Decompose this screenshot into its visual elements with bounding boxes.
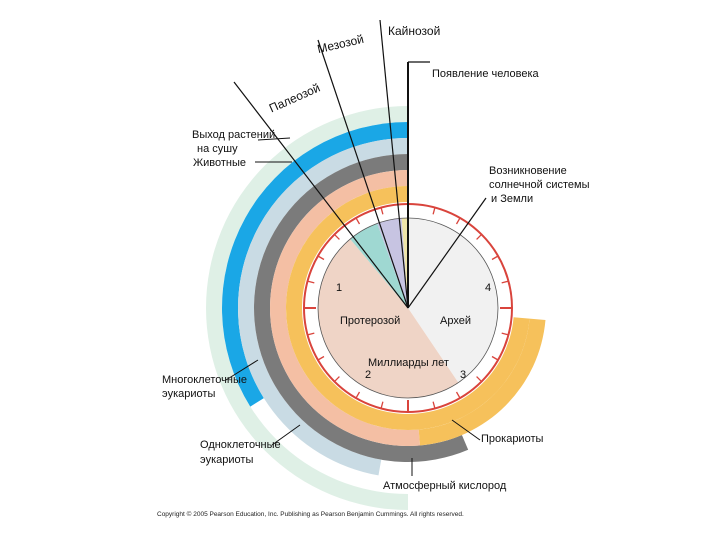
clock-number-2: 2 <box>365 369 371 381</box>
line-plants-leader <box>257 137 291 141</box>
label-plants-land-1: Выход растений <box>192 129 275 141</box>
clock-tick <box>355 391 361 399</box>
clock-number-1: 1 <box>336 282 342 294</box>
clock-tick <box>307 280 315 284</box>
line-multicell-leader <box>225 359 259 381</box>
clock-tick <box>501 332 509 336</box>
sector-paleozoic <box>350 223 408 308</box>
label-paleozoic: Палеозой <box>267 81 322 116</box>
line-paleozoic <box>233 81 409 309</box>
clock-tick <box>380 207 384 215</box>
label-multicell-1: Многоклеточные <box>162 374 247 386</box>
clock-tick <box>455 391 461 399</box>
label-plants-land-2: на сушу <box>197 143 238 155</box>
clock-tick <box>334 376 340 382</box>
label-proterozoic: Протерозой <box>340 315 400 327</box>
clock-tick <box>334 234 340 240</box>
pointer-lines <box>225 19 487 476</box>
clock-tick <box>501 280 509 284</box>
label-billion-years: Миллиарды лет <box>368 357 449 369</box>
clock-tick <box>380 401 384 409</box>
clock-tick <box>317 255 325 261</box>
clock-tick <box>317 355 325 361</box>
label-solar-3: и Земли <box>491 193 533 205</box>
label-animals: Животные <box>193 157 246 169</box>
line-cenozoic <box>379 19 409 309</box>
label-prokaryotes: Прокариоты <box>481 433 543 445</box>
label-humans: Появление человека <box>432 68 540 80</box>
band-prokaryotes-outer <box>418 318 546 446</box>
label-cenozoic: Кайнозой <box>388 24 440 38</box>
sector-archean <box>408 218 498 383</box>
line-mesozoic <box>317 39 409 309</box>
clock-tick <box>491 355 499 361</box>
line-unicell-leader <box>271 424 301 446</box>
clock-tick <box>476 234 482 240</box>
clock-tick <box>476 376 482 382</box>
sector-proterozoic <box>317 239 459 399</box>
clock-tick <box>432 207 436 215</box>
clock-number-3: 3 <box>460 369 466 381</box>
era-sectors <box>317 217 499 399</box>
line-solar-system <box>407 197 487 309</box>
label-unicell-1: Одноклеточные <box>200 439 281 451</box>
label-unicell-2: эукариоты <box>200 454 253 466</box>
label-archean: Архей <box>440 315 471 327</box>
clock-tick <box>455 217 461 225</box>
copyright-notice: Copyright © 2005 Pearson Education, Inc.… <box>157 510 464 518</box>
clock-tick <box>307 332 315 336</box>
clock-tick <box>491 255 499 261</box>
sector-cenozoic <box>401 218 408 308</box>
clock-tick <box>355 217 361 225</box>
clock-number-4: 4 <box>485 282 491 294</box>
line-prokaryotes-leader <box>451 419 481 441</box>
label-solar-2: солнечной системы <box>489 179 590 191</box>
band-plants <box>222 121 408 407</box>
label-mesozoic: Мезозой <box>316 32 365 56</box>
clock-tick <box>432 401 436 409</box>
label-solar-1: Возникновение <box>489 165 567 177</box>
label-oxygen: Атмосферный кислород <box>383 480 507 492</box>
label-multicell-2: эукариоты <box>162 388 215 400</box>
